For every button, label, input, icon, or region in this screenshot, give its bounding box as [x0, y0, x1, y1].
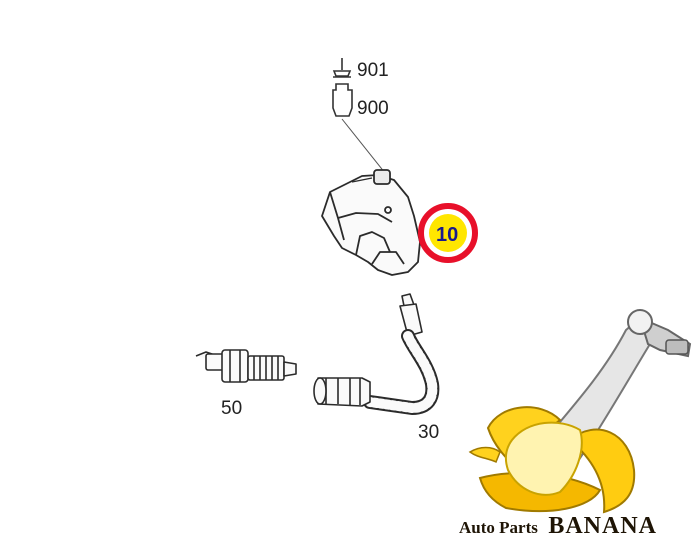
brand-watermark: Auto Parts BANANA	[459, 513, 657, 539]
part-label-10: 10	[436, 224, 458, 246]
part-label-50: 50	[221, 398, 242, 419]
brand-name: BANANA	[548, 513, 657, 539]
ignition-lead-drawing	[313, 293, 440, 415]
part-label-30: 30	[418, 422, 439, 443]
callout-fill	[429, 214, 467, 252]
part-label-901: 901	[357, 60, 389, 81]
bolt-901-icon	[332, 58, 352, 78]
ignition-coil-drawing	[321, 169, 421, 276]
spark-plug-drawing	[195, 349, 297, 383]
brand-prefix: Auto Parts	[459, 518, 538, 537]
leader-line-900	[341, 118, 386, 174]
part-label-900: 900	[357, 98, 389, 119]
part-10-callout[interactable]: 10	[418, 203, 478, 263]
cap-900-icon	[332, 83, 353, 117]
banana-logo	[468, 309, 692, 514]
